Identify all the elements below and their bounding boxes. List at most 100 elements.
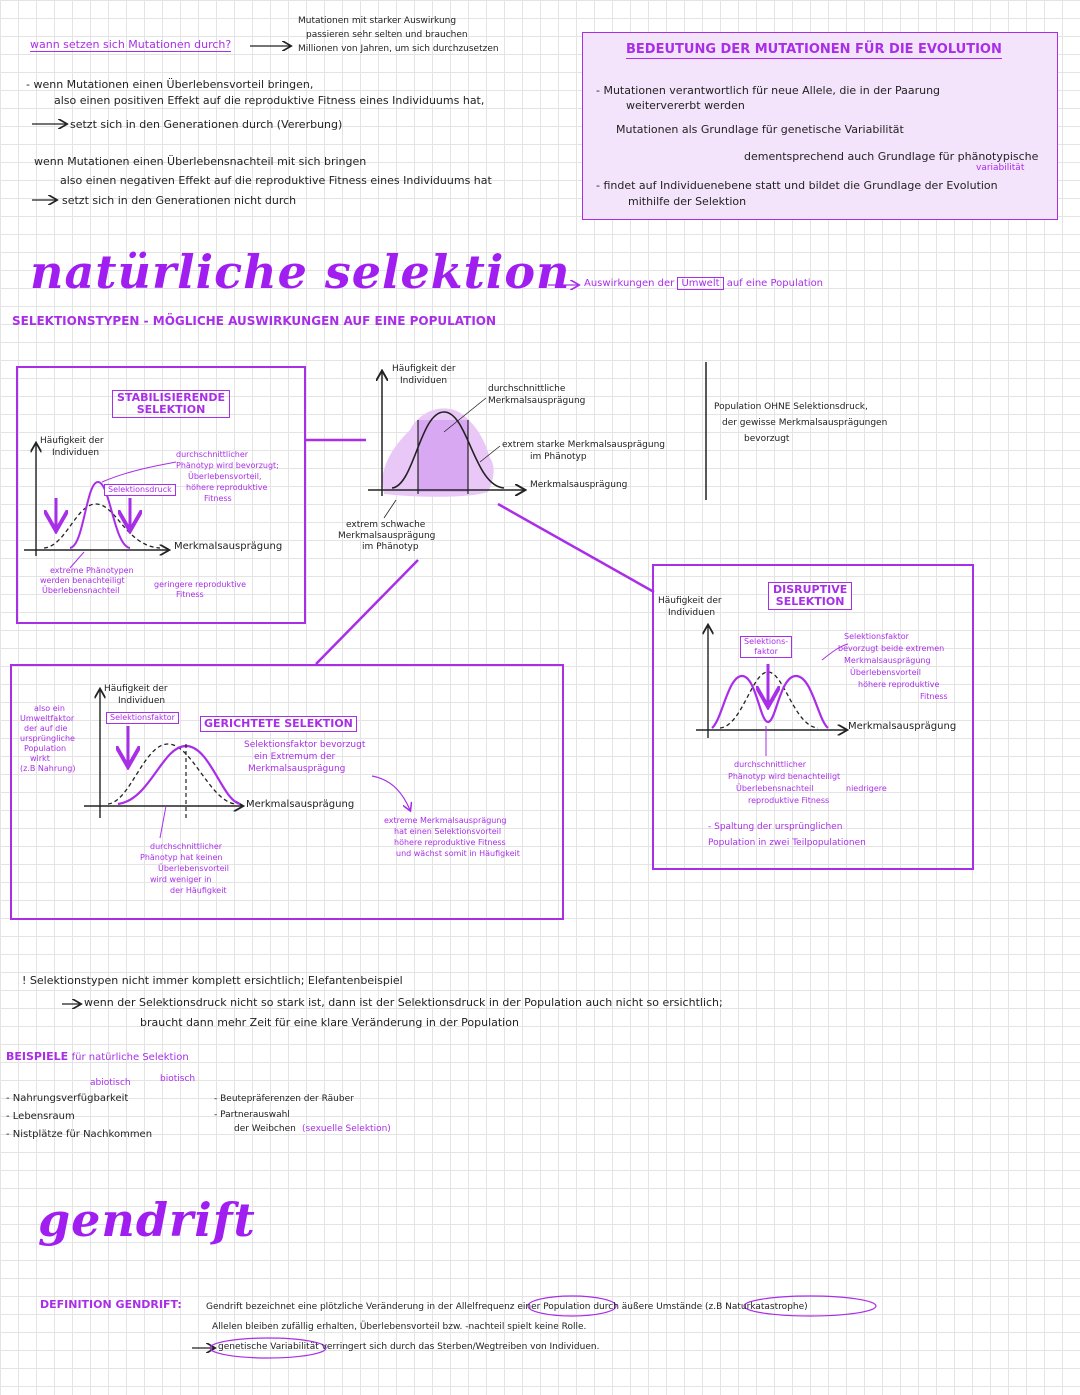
- examples-abiotisch: abiotisch: [90, 1078, 131, 1088]
- disr-u2: Phänotyp wird benachteiligt: [728, 772, 841, 781]
- dir-f1: durchschnittlicher: [150, 842, 223, 851]
- disr-x: Merkmalsausprägung: [848, 721, 957, 732]
- mutation-adv-3: setzt sich in den Generationen durch (Ve…: [70, 118, 343, 131]
- stab-title-2: SELEKTION: [136, 403, 206, 416]
- examples-b3: der Weibchen: [234, 1124, 296, 1134]
- evolution-line-1: - Mutationen verantwortlich für neue All…: [596, 84, 941, 97]
- stab-b5: Fitness: [176, 590, 204, 599]
- center-avg-2: Merkmalsausprägung: [488, 396, 586, 406]
- note-2: wenn der Selektionsdruck nicht so stark …: [84, 996, 723, 1009]
- center-weak-2: Merkmalsausprägung: [338, 531, 436, 541]
- selection-subtitle-post: auf eine Population: [726, 278, 824, 289]
- disr-title-2: SELEKTION: [775, 595, 845, 608]
- center-y-label-2: Individuen: [400, 376, 448, 386]
- mutation-adv-1: - wenn Mutationen einen Überlebensvortei…: [26, 78, 314, 91]
- dir-e4: und wächst somit in Häufigkeit: [396, 849, 520, 858]
- mutation-strong-2: passieren sehr selten und brauchen: [306, 30, 468, 40]
- examples-title-rest: für natürliche Selektion: [71, 1052, 189, 1063]
- dir-e1: extreme Merkmalsausprägung: [384, 816, 507, 825]
- mutation-question: wann setzen sich Mutationen durch?: [30, 38, 232, 52]
- stab-druck: Selektionsdruck: [104, 484, 176, 496]
- stab-x: Merkmalsausprägung: [174, 541, 283, 552]
- selection-heading: SELEKTIONSTYPEN - MÖGLICHE AUSWIRKUNGEN …: [12, 314, 497, 328]
- center-nopress-2: der gewisse Merkmalsausprägungen: [722, 418, 888, 428]
- dir-left-7: (z.B Nahrung): [20, 764, 76, 773]
- stab-b4: geringere reproduktive: [154, 580, 247, 589]
- dir-left-3: der auf die: [24, 724, 68, 733]
- disr-u6: - Spaltung der ursprünglichen: [708, 822, 843, 832]
- disr-u4: niedrigere: [846, 784, 887, 793]
- drift-def-label: DEFINITION GENDRIFT:: [40, 1298, 182, 1311]
- disr-title: DISRUPTIVE SELEKTION: [768, 582, 853, 610]
- dir-left-4: ursprüngliche: [20, 734, 75, 743]
- dir-d1: Selektionsfaktor bevorzugt: [244, 740, 366, 750]
- examples-title-main: BEISPIELE: [6, 1050, 69, 1063]
- disr-y-2: Individuen: [668, 608, 716, 618]
- drift-title: gendrift: [38, 1193, 256, 1247]
- center-y-label-1: Häufigkeit der: [392, 364, 456, 374]
- dir-x: Merkmalsausprägung: [246, 799, 355, 810]
- dir-f5: der Häufigkeit: [170, 886, 227, 895]
- dir-box: [10, 664, 564, 920]
- disr-r5: höhere reproduktive: [858, 680, 940, 689]
- disr-faktor: Selektions- faktor: [740, 636, 793, 658]
- drift-d2: Allelen bleiben zufällig erhalten, Überl…: [212, 1322, 587, 1332]
- dir-left-1: also ein: [34, 704, 65, 713]
- dir-left-5: Population: [24, 744, 67, 753]
- examples-b4: (sexuelle Selektion): [302, 1124, 391, 1134]
- center-x-label: Merkmalsausprägung: [530, 480, 628, 490]
- disr-y-1: Häufigkeit der: [658, 596, 722, 606]
- dir-d2: ein Extremum der: [254, 752, 336, 762]
- center-avg-1: durchschnittliche: [488, 384, 566, 394]
- note-1: ! Selektionstypen nicht immer komplett e…: [22, 974, 403, 987]
- disr-faktor-2: faktor: [754, 647, 778, 656]
- dir-title: GERICHTETE SELEKTION: [200, 716, 357, 732]
- stab-a1: durchschnittlicher: [176, 450, 249, 459]
- disr-r2: bevorzugt beide extremen: [838, 644, 945, 653]
- note-3: braucht dann mehr Zeit für eine klare Ve…: [140, 1016, 519, 1029]
- drift-d1: Gendrift bezeichnet eine plötzliche Verä…: [206, 1302, 808, 1312]
- disr-faktor-1: Selektions-: [744, 637, 789, 646]
- stab-y-1: Häufigkeit der: [40, 436, 104, 446]
- examples-title: BEISPIELE für natürliche Selektion: [6, 1050, 189, 1064]
- evolution-line-4: dementsprechend auch Grundlage für phäno…: [744, 150, 1039, 163]
- disr-u5: reproduktive Fitness: [748, 796, 830, 805]
- selection-subtitle-key: Umwelt: [677, 277, 724, 290]
- evolution-line-7: mithilfe der Selektion: [628, 195, 747, 208]
- mutation-dis-2: also einen negativen Effekt auf die repr…: [60, 174, 492, 187]
- dir-left-2: Umweltfaktor: [20, 714, 75, 723]
- stab-b1: extreme Phänotypen: [50, 566, 134, 575]
- examples-b1: - Beutepräferenzen der Räuber: [214, 1094, 354, 1104]
- examples-a1: - Nahrungsverfügbarkeit: [6, 1093, 129, 1104]
- stab-a4: höhere reproduktive: [186, 483, 268, 492]
- disr-u3: Überlebensnachteil: [736, 784, 814, 793]
- dir-faktor: Selektionsfaktor: [106, 712, 179, 724]
- mutation-adv-2: also einen positiven Effekt auf die repr…: [54, 94, 485, 107]
- center-weak-3: im Phänotyp: [362, 542, 419, 552]
- disr-title-1: DISRUPTIVE: [773, 583, 848, 596]
- stab-b3: Überlebensnachteil: [42, 586, 120, 595]
- stab-a3: Überlebensvorteil,: [188, 472, 262, 481]
- mutation-dis-1: wenn Mutationen einen Überlebensnachteil…: [34, 155, 367, 168]
- examples-biotisch: biotisch: [160, 1074, 196, 1084]
- center-weak-1: extrem schwache: [346, 520, 426, 530]
- dir-y-1: Häufigkeit der: [104, 684, 168, 694]
- stab-a5: Fitness: [204, 494, 232, 503]
- mutation-dis-3: setzt sich in den Generationen nicht dur…: [62, 194, 297, 207]
- selection-title: natürliche selektion: [30, 245, 571, 299]
- connector-disr: [497, 502, 655, 594]
- disr-u1: durchschnittlicher: [734, 760, 807, 769]
- center-nopress-1: Population OHNE Selektionsdruck,: [714, 402, 868, 412]
- dir-f3: Überlebensvorteil: [158, 864, 229, 873]
- disr-r3: Merkmalsausprägung: [844, 656, 931, 665]
- dir-y-2: Individuen: [118, 696, 166, 706]
- dir-f4: wird weniger in: [150, 875, 212, 884]
- evolution-title: BEDEUTUNG DER MUTATIONEN FÜR DIE EVOLUTI…: [626, 42, 1002, 59]
- examples-a2: - Lebensraum: [6, 1111, 75, 1122]
- stab-title: STABILISIERENDE SELEKTION: [112, 390, 231, 418]
- examples-b2: - Partnerauswahl: [214, 1110, 290, 1120]
- dir-left-6: wirkt: [30, 754, 50, 763]
- mutation-strong-1: Mutationen mit starker Auswirkung: [298, 16, 457, 26]
- examples-a3: - Nistplätze für Nachkommen: [6, 1129, 153, 1140]
